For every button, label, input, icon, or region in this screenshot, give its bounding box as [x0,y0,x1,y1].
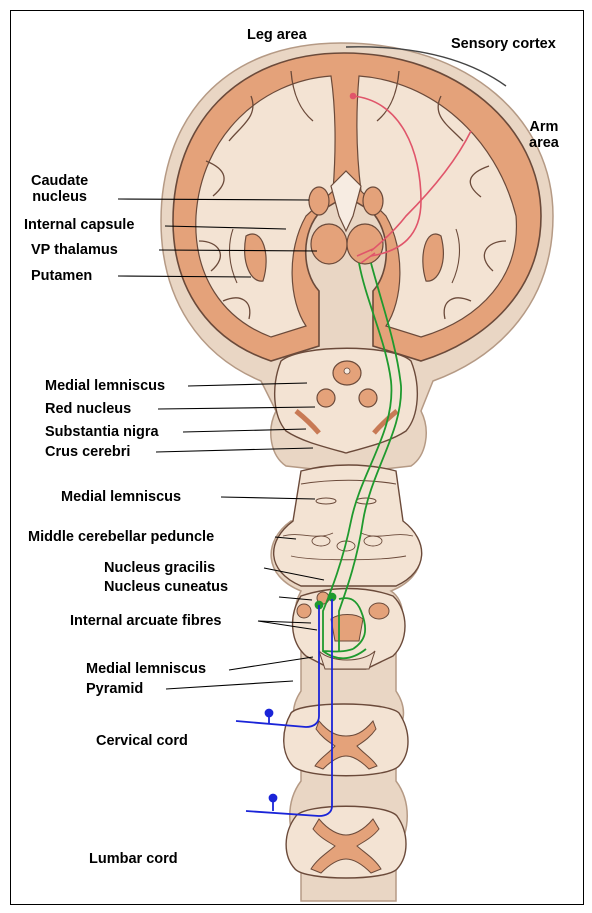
thalamus-right [347,224,383,264]
label-nucleus-cuneatus: Nucleus cuneatus [104,579,228,595]
label-leg-area: Leg area [247,27,307,43]
label-lumbar-cord: Lumbar cord [89,851,178,867]
label-vp-thalamus: VP thalamus [31,242,118,258]
caudate-left [309,187,329,215]
caudate-right [363,187,383,215]
label-internal-arcuate-fibres: Internal arcuate fibres [70,613,222,629]
diagram-frame: Leg area Sensory cortex Arm area Caudate… [10,10,584,905]
label-red-nucleus: Red nucleus [45,401,131,417]
midbrain-section [275,348,418,453]
label-middle-cerebellar-peduncle: Middle cerebellar peduncle [28,529,214,545]
red-nucleus-right [359,389,377,407]
label-nucleus-gracilis: Nucleus gracilis [104,560,215,576]
label-caudate-nucleus: Caudate nucleus [31,173,88,205]
cervical-cord-section [284,704,408,776]
label-substantia-nigra: Substantia nigra [45,424,159,440]
red-nucleus-left [317,389,335,407]
pons-section [274,465,422,586]
label-putamen: Putamen [31,268,92,284]
label-pyramid: Pyramid [86,681,143,697]
label-medial-lemniscus-midbrain: Medial lemniscus [45,378,165,394]
label-internal-capsule: Internal capsule [24,217,134,233]
label-crus-cerebri: Crus cerebri [45,444,130,460]
label-medial-lemniscus-medulla: Medial lemniscus [86,661,206,677]
label-sensory-cortex: Sensory cortex [451,36,556,52]
lumbar-cord-section [286,806,406,878]
label-arm-area: Arm area [529,119,559,151]
thalamus-left [311,224,347,264]
label-cervical-cord: Cervical cord [96,733,188,749]
label-medial-lemniscus-pons: Medial lemniscus [61,489,181,505]
